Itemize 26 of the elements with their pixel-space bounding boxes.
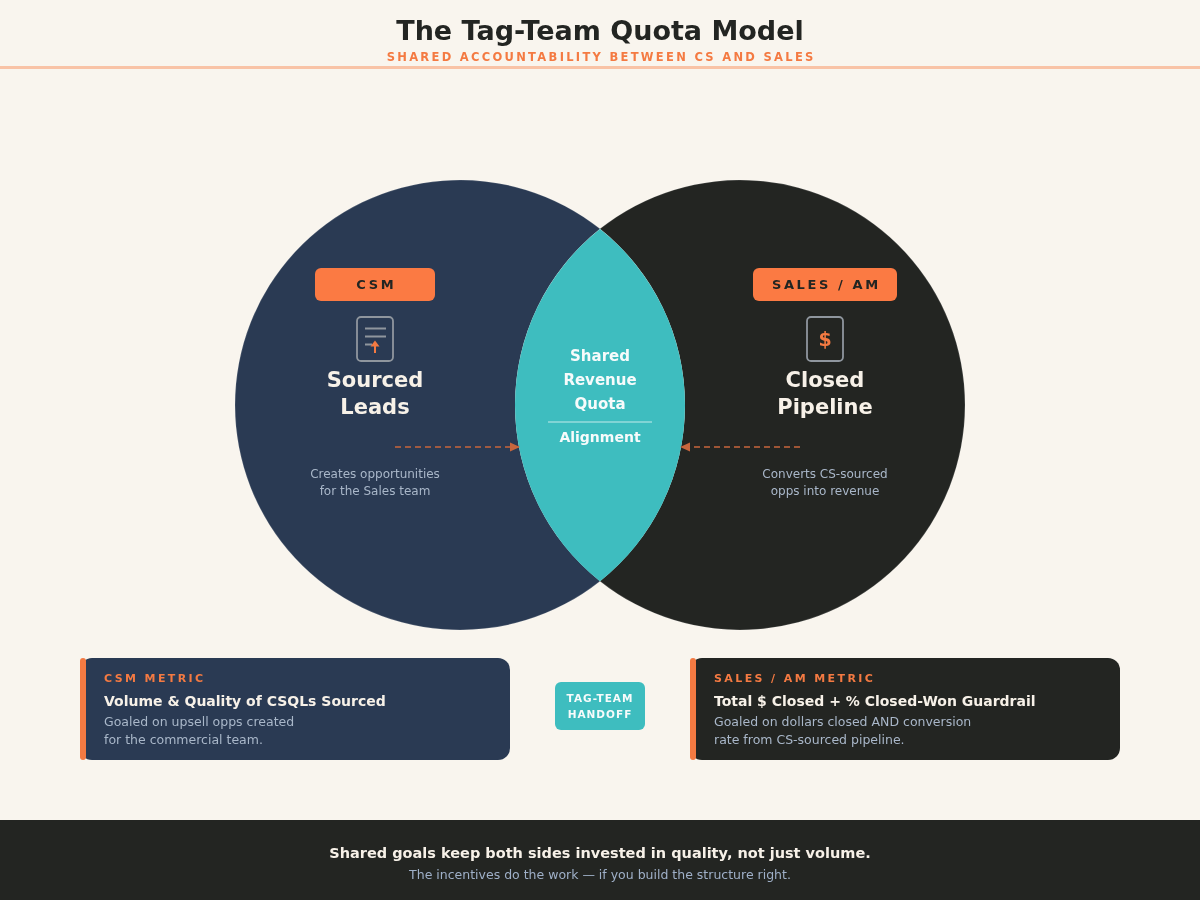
- footer-headline: Shared goals keep both sides invested in quality, not just volume.: [329, 844, 871, 862]
- lens-title: Shared Revenue Quota: [563, 345, 637, 415]
- handoff-tag: TAG-TEAM HANDOFF: [555, 682, 645, 730]
- dashed-arrow: [680, 442, 801, 452]
- footer-band: [0, 820, 1200, 900]
- metric-description: Goaled on upsell opps created for the commercial team.: [104, 713, 296, 749]
- page-subtitle: SHARED ACCOUNTABILITY BETWEEN CS AND SALES: [385, 50, 816, 65]
- role-tag: CSM: [315, 268, 435, 301]
- dashed-arrow: [394, 442, 520, 452]
- footer-note: The incentives do the work — if you build the structure right.: [409, 866, 791, 883]
- overlap-lens: [515, 228, 685, 582]
- metric-title: Total $ Closed + % Closed-Won Guardrail: [714, 692, 1036, 710]
- role-tag: SALES / AM: [753, 268, 897, 301]
- circle-description: Creates opportunities for the Sales team: [309, 466, 441, 500]
- lens-subtitle: Alignment: [559, 427, 641, 446]
- metric-kicker: CSM METRIC: [104, 672, 206, 686]
- metric-card: [80, 658, 510, 760]
- metric-description: Goaled on dollars closed AND conversion rate from CS-sourced pipeline.: [714, 713, 972, 749]
- metric-card: [690, 658, 1120, 760]
- circle-heading: Sourced Leads: [326, 367, 424, 421]
- circle-description: Converts CS-sourced opps into revenue: [761, 466, 889, 500]
- metric-title: Volume & Quality of CSQLs Sourced: [104, 692, 386, 710]
- circle-heading: Closed Pipeline: [777, 367, 873, 421]
- metric-kicker: SALES / AM METRIC: [714, 672, 876, 686]
- dollar-icon: $: [806, 316, 844, 362]
- page-title: The Tag-Team Quota Model: [396, 14, 804, 48]
